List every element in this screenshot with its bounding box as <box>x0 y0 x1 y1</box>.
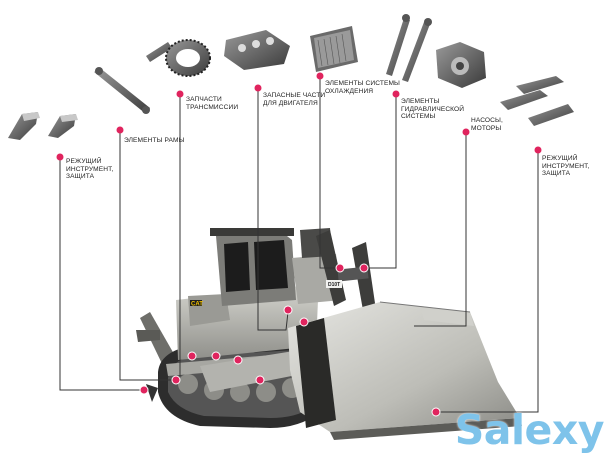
marker-hydraulic <box>359 90 400 273</box>
part-gears-image <box>146 39 211 77</box>
label-cooling-system: ЭЛЕМЕНТЫ СИСТЕМЫ ОХЛАЖДЕНИЯ <box>325 80 400 95</box>
part-cutting-edges-image <box>500 76 574 126</box>
label-cutting-tools-right: РЕЖУЩИЙ ИНСТРУМЕНТ, ЗАЩИТА <box>542 155 590 178</box>
part-pump-image <box>436 42 486 88</box>
model-badge: D10T <box>328 282 340 288</box>
marker-pumps <box>462 128 470 136</box>
label-transmission-parts: ЗАПЧАСТИ ТРАНСМИССИИ <box>186 96 239 111</box>
label-hydraulic-system: ЭЛЕМЕНТЫ ГИДРАВЛИЧЕСКОЙ СИСТЕМЫ <box>401 98 465 121</box>
part-hydraulic-cylinders-image <box>386 14 432 82</box>
marker-frame <box>116 126 265 385</box>
marker-cooling <box>316 72 345 273</box>
model-badge-bg <box>326 280 342 288</box>
label-engine-parts: ЗАПАСНЫЕ ЧАСТИ ДЛЯ ДВИГАТЕЛЯ <box>263 92 326 107</box>
salexy-watermark: Salexy <box>454 406 605 454</box>
marker-transmission <box>176 90 243 365</box>
part-frame-arm-image <box>94 67 150 114</box>
cat-badge-bg <box>190 300 202 306</box>
part-ripper-teeth-image <box>8 112 78 140</box>
part-engine-block-image <box>224 30 290 70</box>
label-pumps-motors: НАСОСЫ, МОТОРЫ <box>471 117 503 132</box>
label-frame-elements: ЭЛЕМЕНТЫ РАМЫ <box>124 137 185 144</box>
marker-cutting-left <box>56 153 149 395</box>
markers <box>56 72 542 417</box>
label-cutting-tools-left: РЕЖУЩИЙ ИНСТРУМЕНТ, ЗАЩИТА <box>66 158 114 181</box>
part-radiator-image <box>310 26 358 72</box>
cat-badge: CAT <box>191 302 203 308</box>
marker-engine <box>254 84 309 327</box>
leader-lines <box>59 78 539 413</box>
marker-cutting-right <box>431 146 542 417</box>
